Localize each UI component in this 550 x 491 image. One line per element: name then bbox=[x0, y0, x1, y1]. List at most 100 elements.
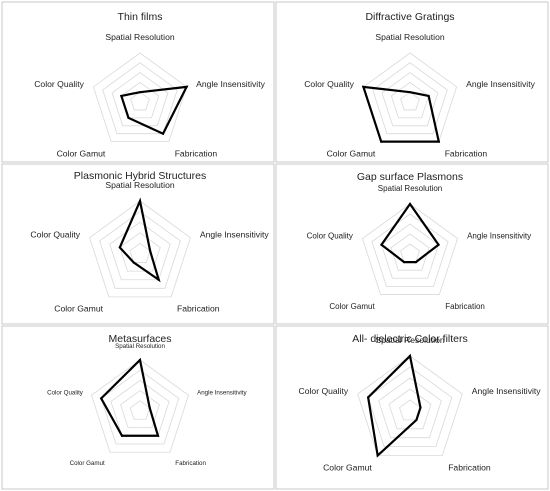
panel-frame bbox=[1, 325, 275, 490]
panel-frame bbox=[1, 1, 275, 163]
axis-label-fabrication: Fabrication bbox=[448, 462, 491, 472]
grid-ring-4 bbox=[372, 62, 448, 135]
chart-title: Plasmonic Hybrid Structures bbox=[74, 170, 206, 182]
data-point-color-quality bbox=[118, 246, 121, 249]
axis-label-color-quality: Color Quality bbox=[307, 231, 353, 240]
data-point-fabrication bbox=[161, 132, 165, 135]
data-point-spatial-resolution bbox=[408, 91, 412, 94]
data-point-fabrication bbox=[437, 140, 440, 143]
data-point-spatial-resolution bbox=[408, 202, 412, 206]
data-point-spatial-resolution bbox=[138, 199, 142, 203]
grid-ring-5 bbox=[92, 52, 188, 143]
axis-label-spatial-resolution: Spatial Resolution bbox=[115, 343, 165, 350]
grid-ring-4 bbox=[102, 62, 178, 135]
grid-ring-1 bbox=[129, 400, 151, 420]
axis-label-color-gamut: Color Gamut bbox=[70, 460, 105, 467]
data-point-spatial-resolution bbox=[138, 358, 142, 362]
grid-ring-1 bbox=[400, 91, 420, 111]
grid-ring-3 bbox=[378, 377, 442, 439]
data-point-color-quality bbox=[367, 396, 370, 399]
axis-label-spatial-resolution: Spatial Resolution bbox=[375, 32, 444, 42]
chart-title: All- dielectric Color filters bbox=[352, 333, 468, 345]
data-point-fabrication bbox=[157, 278, 160, 281]
data-point-spatial-resolution bbox=[138, 91, 142, 94]
data-point-angle-insensitivity bbox=[437, 243, 440, 246]
data-point-color-quality bbox=[362, 85, 365, 88]
axis-label-angle-insensitivity: Angle Insensitivity bbox=[200, 230, 269, 240]
grid-ring-1 bbox=[399, 399, 421, 421]
axis-label-angle-insensitivity: Angle Insensitivity bbox=[196, 79, 265, 89]
axis-label-color-quality: Color Quality bbox=[34, 79, 84, 89]
data-point-color-gamut bbox=[127, 116, 130, 119]
grid-ring-2 bbox=[388, 388, 432, 430]
axis-label-color-quality: Color Quality bbox=[30, 230, 80, 240]
axis-label-angle-insensitivity: Angle Insensitivity bbox=[467, 231, 531, 240]
data-point-color-quality bbox=[120, 94, 123, 98]
axis-label-color-quality: Color Quality bbox=[299, 386, 349, 396]
grid-ring-5 bbox=[357, 355, 463, 456]
chart-title: Thin films bbox=[118, 11, 163, 23]
axis-label-spatial-resolution: Spatial Resolution bbox=[378, 184, 442, 193]
data-point-fabrication bbox=[414, 260, 417, 264]
grid-ring-2 bbox=[390, 233, 430, 271]
axis-label-color-gamut: Color Gamut bbox=[54, 304, 103, 314]
grid-ring-4 bbox=[100, 369, 180, 445]
axis-label-color-quality: Color Quality bbox=[47, 390, 84, 397]
chart-title: Gap surface Plasmons bbox=[357, 171, 463, 183]
panel-frame bbox=[275, 163, 549, 325]
grid-ring-1 bbox=[130, 91, 150, 111]
data-point-color-quality bbox=[100, 397, 103, 400]
grid-ring-3 bbox=[380, 223, 440, 279]
axis-label-spatial-resolution: Spatial Resolution bbox=[105, 32, 174, 42]
data-point-color-gamut bbox=[403, 260, 406, 264]
axis-label-angle-insensitivity: Angle Insensitivity bbox=[472, 386, 541, 396]
axis-label-spatial-resolution: Spatial Resolution bbox=[105, 180, 174, 190]
series-line bbox=[379, 202, 441, 264]
axis-label-angle-insensitivity: Angle Insensitivity bbox=[466, 79, 535, 89]
data-point-color-quality bbox=[380, 243, 383, 246]
data-point-color-gamut bbox=[132, 261, 135, 264]
data-point-color-gamut bbox=[380, 140, 383, 143]
data-point-color-gamut bbox=[376, 454, 379, 457]
axis-label-fabrication: Fabrication bbox=[175, 149, 218, 159]
chart-title: Diffractive Gratings bbox=[365, 11, 454, 23]
grid-ring-4 bbox=[367, 366, 453, 448]
axis-label-fabrication: Fabrication bbox=[177, 304, 220, 314]
data-point-spatial-resolution bbox=[408, 354, 412, 358]
axis-label-color-gamut: Color Gamut bbox=[329, 302, 375, 311]
axis-label-angle-insensitivity: Angle Insensitivity bbox=[197, 390, 247, 397]
grid-ring-5 bbox=[89, 200, 191, 298]
panel-frame bbox=[1, 163, 275, 325]
data-point-angle-insensitivity bbox=[427, 94, 430, 98]
grid-ring-5 bbox=[361, 203, 459, 295]
data-point-angle-insensitivity bbox=[148, 406, 151, 409]
series-line bbox=[118, 197, 161, 283]
axis-label-color-gamut: Color Gamut bbox=[323, 462, 372, 472]
axis-label-fabrication: Fabrication bbox=[175, 460, 206, 467]
grid-ring-2 bbox=[390, 81, 430, 119]
data-point-angle-insensitivity bbox=[419, 406, 422, 409]
series-line bbox=[99, 357, 160, 437]
axis-label-color-gamut: Color Gamut bbox=[57, 149, 106, 159]
grid-ring-4 bbox=[371, 213, 449, 287]
axis-label-color-quality: Color Quality bbox=[304, 79, 354, 89]
series-line bbox=[361, 85, 441, 143]
grid-ring-5 bbox=[91, 359, 189, 453]
panel-frame bbox=[275, 325, 549, 490]
grid-ring-3 bbox=[109, 221, 171, 281]
series-line bbox=[366, 353, 422, 458]
data-point-fabrication bbox=[415, 418, 418, 421]
panel-frame bbox=[275, 1, 549, 163]
chart-title: Metasurfaces bbox=[108, 333, 171, 345]
series-line bbox=[119, 85, 189, 136]
data-point-color-gamut bbox=[120, 434, 124, 437]
axis-label-color-gamut: Color Gamut bbox=[327, 149, 376, 159]
data-point-angle-insensitivity bbox=[185, 85, 188, 88]
grid-ring-1 bbox=[129, 242, 151, 263]
